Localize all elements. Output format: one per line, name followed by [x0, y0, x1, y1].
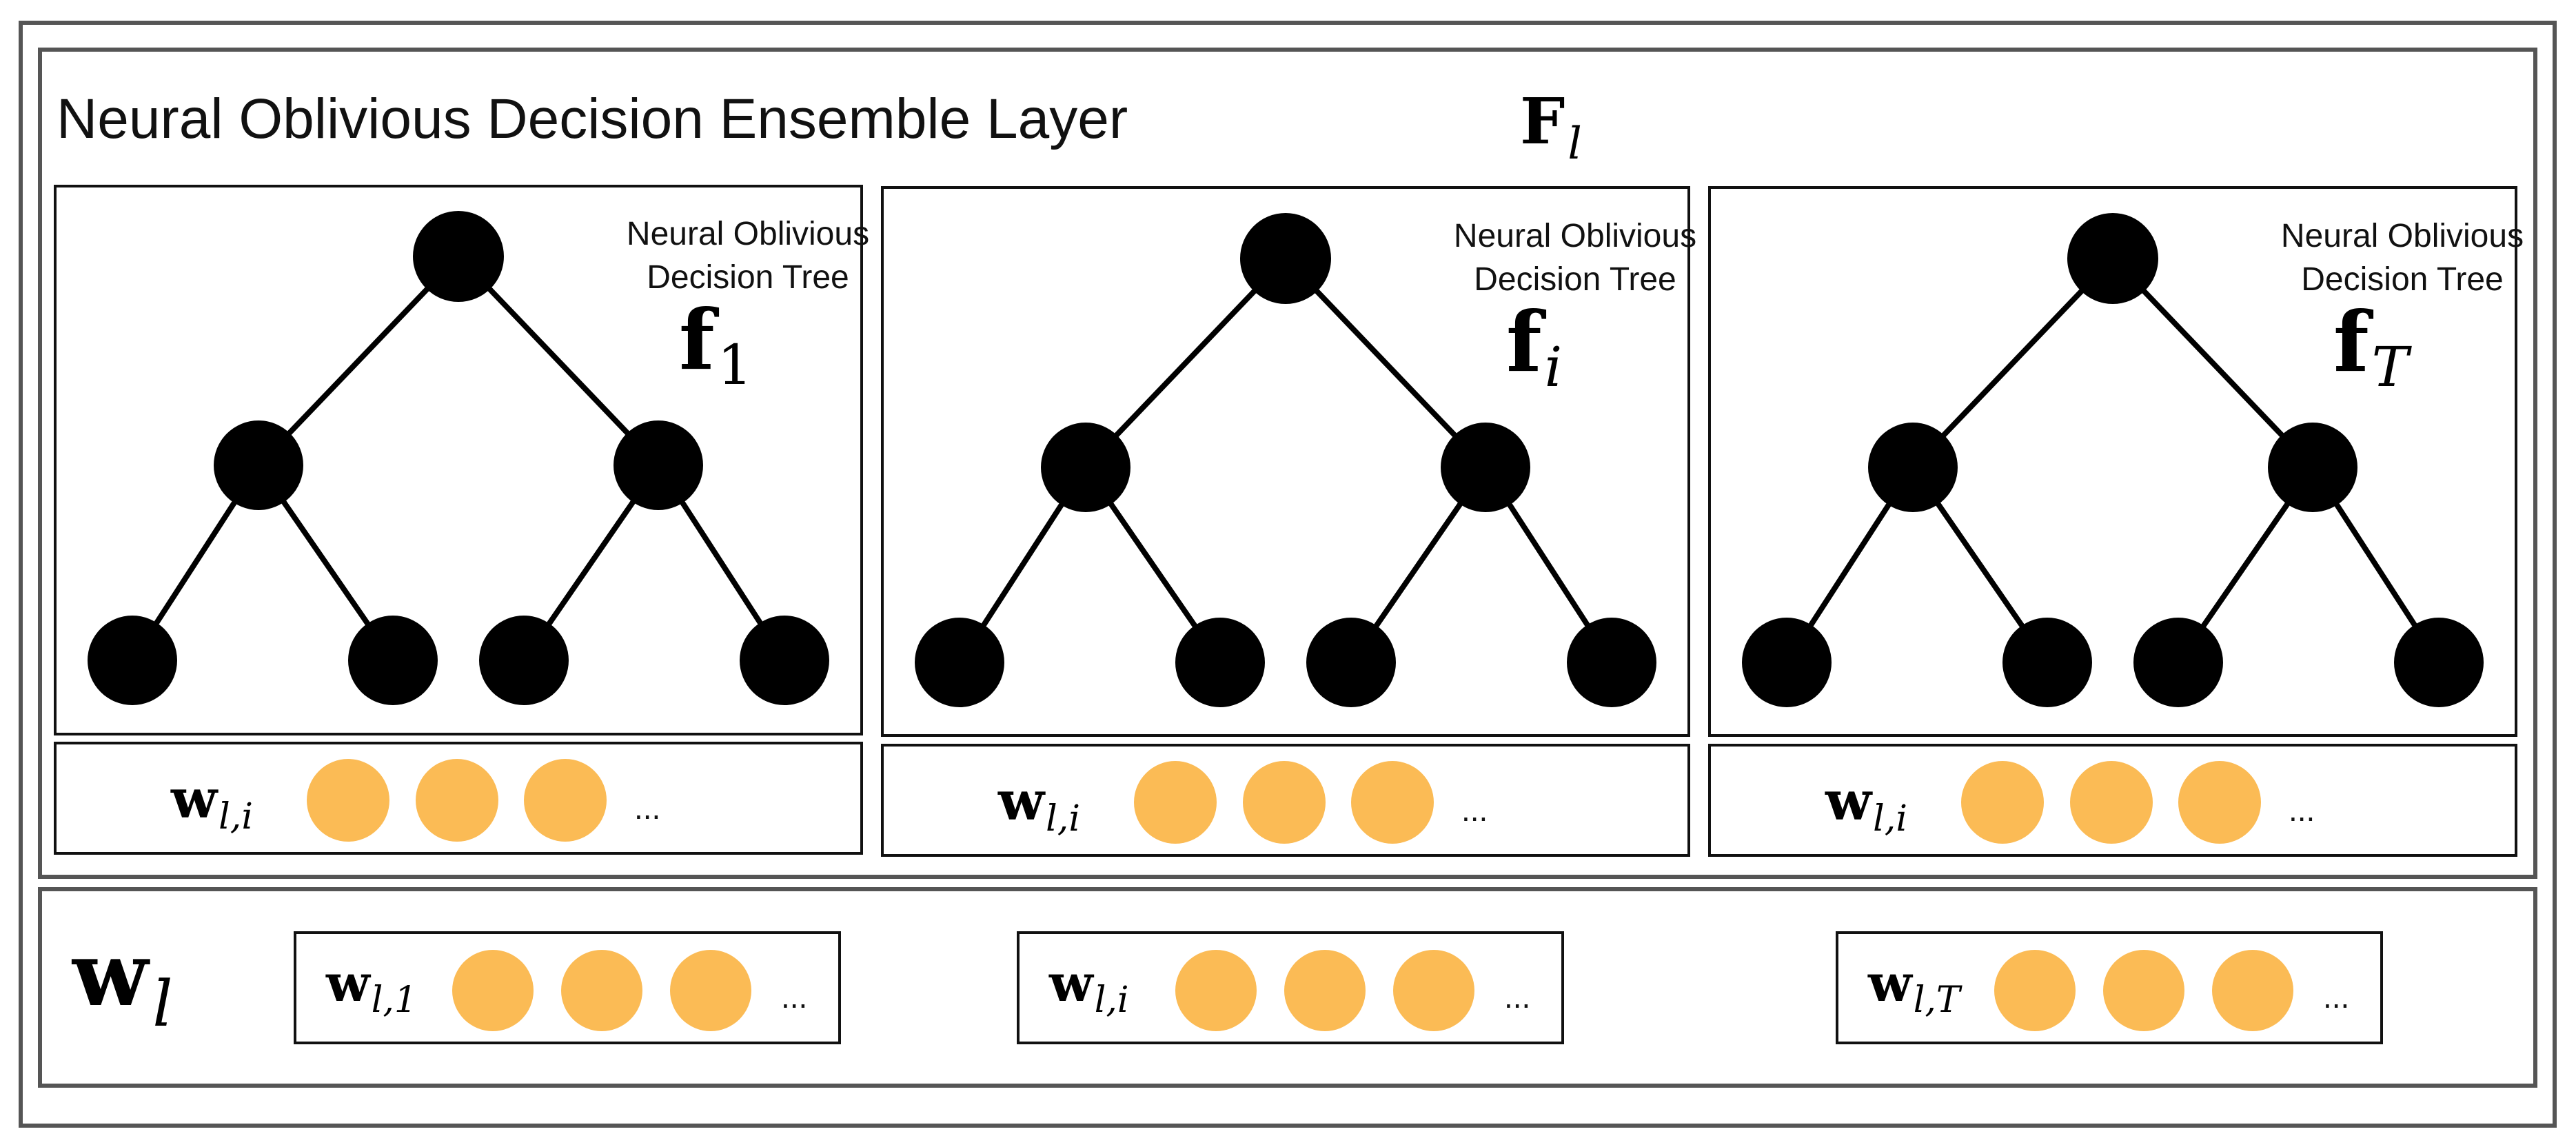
tree-symbol: fT [2333, 294, 2413, 399]
weight-dot [1393, 950, 1474, 1031]
split-node [1441, 423, 1530, 512]
leaf-node [348, 616, 438, 705]
tree-symbol: fi [1506, 294, 1562, 399]
split-node [214, 420, 303, 510]
tree-symbol: f1 [679, 292, 753, 397]
tree-box [881, 186, 1690, 737]
split-node [1041, 423, 1130, 512]
weight-dot [524, 759, 607, 842]
tree-weight-symbol: wl,i [997, 770, 1080, 840]
tree-edge [2111, 256, 2315, 469]
tree-label-line2: Decision Tree [647, 259, 849, 296]
ensemble-layer-frame [38, 48, 2537, 879]
tree-edge [1284, 256, 1488, 469]
tree-label-line2: Decision Tree [1474, 261, 1676, 298]
leaf-node [1742, 618, 1832, 707]
tree-box [1708, 186, 2517, 737]
split-node [2268, 423, 2357, 512]
weight-dot [2103, 950, 2184, 1031]
tree-box [54, 185, 863, 735]
tree-weight-symbol: wl,i [1825, 770, 1907, 840]
leaf-node [2394, 618, 2484, 707]
tree-edge [256, 254, 460, 467]
split-node [1868, 423, 1958, 512]
leaf-node [88, 616, 177, 705]
leaf-node [915, 618, 1004, 707]
weights-group-symbol: wl,T [1867, 954, 1963, 1021]
weight-dot [670, 950, 751, 1031]
weights-group-box [1017, 931, 1564, 1044]
weights-group-symbol: wl,i [1048, 954, 1129, 1021]
weight-ellipsis: ... [1504, 979, 1530, 1015]
leaf-node [1175, 618, 1265, 707]
weight-ellipsis: ... [1461, 792, 1488, 828]
tree-label-line1: Neural Oblivious [2281, 218, 2524, 254]
weights-group-box [294, 931, 841, 1044]
tree-label-line1: Neural Oblivious [1454, 218, 1696, 254]
weight-dot [1243, 761, 1326, 844]
weight-ellipsis: ... [634, 790, 660, 826]
weights-group-box [1836, 931, 2383, 1044]
tree-weight-symbol: wl,i [170, 768, 253, 838]
weight-dot [307, 759, 389, 842]
outer-frame [19, 21, 2557, 1128]
tree-edge [1911, 256, 2115, 469]
ensemble-symbol: Fl [1520, 84, 1582, 170]
weight-dot [2212, 950, 2293, 1031]
weight-dot [2178, 761, 2261, 844]
weight-ellipsis: ... [2289, 792, 2315, 828]
weight-dot [1284, 950, 1366, 1031]
weights-layer-symbol: wl [71, 923, 173, 1041]
tree-weight-box [1708, 744, 2517, 857]
weight-dot [561, 950, 642, 1031]
ensemble-title: Neural Oblivious Decision Ensemble Layer [57, 88, 1128, 150]
weights-layer-frame [38, 887, 2537, 1088]
weight-dot [1175, 950, 1257, 1031]
weight-ellipsis: ... [781, 979, 807, 1015]
weight-dot [2070, 761, 2153, 844]
tree-weight-box [881, 744, 1690, 857]
weight-dot [1994, 950, 2076, 1031]
weight-dot [416, 759, 498, 842]
weight-dot [1961, 761, 2044, 844]
leaf-node [479, 616, 569, 705]
tree-edge [1084, 256, 1288, 469]
leaf-node [2002, 618, 2092, 707]
leaf-node [2133, 618, 2223, 707]
tree-edge [456, 254, 660, 467]
weight-dot [452, 950, 534, 1031]
leaf-node [1567, 618, 1656, 707]
weights-layer-group: wl wl,1...wl,i...wl,T... [71, 923, 2383, 1044]
tree-label-line1: Neural Oblivious [627, 216, 869, 252]
weight-dot [1351, 761, 1434, 844]
leaf-node [740, 616, 829, 705]
split-node [613, 420, 703, 510]
weights-group-symbol: wl,1 [325, 954, 417, 1021]
weights-group-1: wl,1... [294, 931, 841, 1044]
weights-group-2: wl,i... [1017, 931, 1564, 1044]
tree-label-line2: Decision Tree [2301, 261, 2503, 298]
root-node [413, 211, 504, 302]
tree-weight-box [54, 742, 863, 855]
leaf-node [1306, 618, 1396, 707]
root-node [2067, 213, 2158, 304]
weight-ellipsis: ... [2323, 979, 2349, 1015]
weights-group-3: wl,T... [1836, 931, 2383, 1044]
root-node [1240, 213, 1331, 304]
weight-dot [1134, 761, 1217, 844]
